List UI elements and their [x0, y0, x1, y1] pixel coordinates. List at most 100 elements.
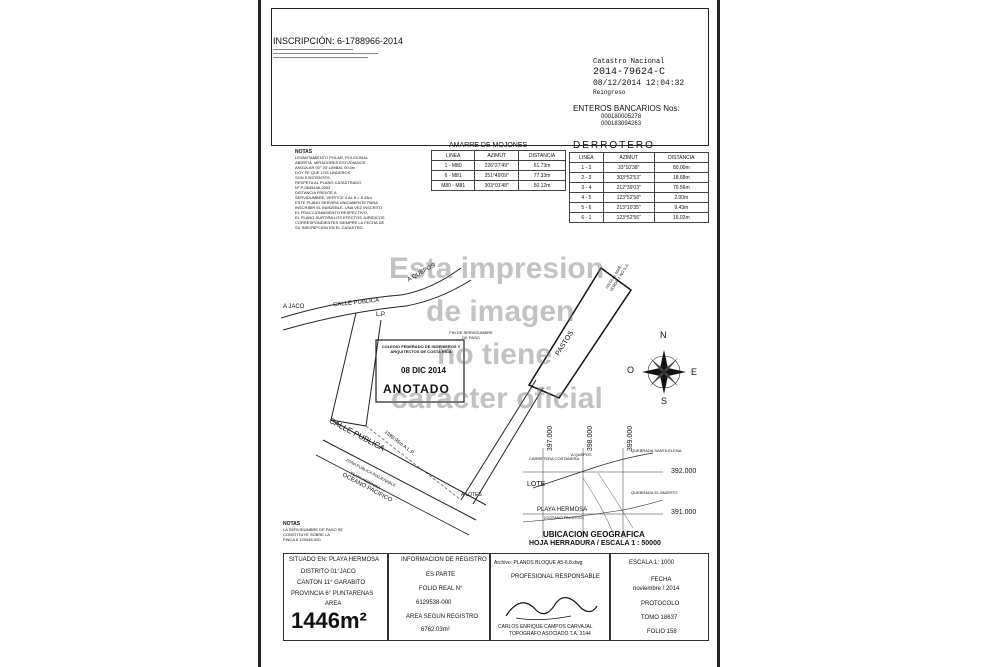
- lot-polygon: [527, 266, 633, 399]
- location-title: UBICACION GEOGRAFICA: [543, 530, 645, 539]
- escala-label: ESCALA 1: 1000: [629, 560, 675, 566]
- area-registro-value: 6762.03m²: [421, 627, 450, 633]
- catastro-datetime: 08/12/2014 12:04:32: [593, 79, 685, 88]
- notes-line: CORRESPONDIENTES SIEMPRE LA FECHA DE: [295, 220, 385, 225]
- to-jaco-label: A JACO: [283, 304, 305, 310]
- servidumbre-end-label: FIN DE SERVIDUMBRE DE PASO: [449, 330, 493, 340]
- signature-image: [505, 597, 598, 620]
- road-line: [322, 439, 477, 521]
- location-subtitle: HOJA HERRADURA / ESCALA 1 : 50000: [529, 540, 661, 547]
- stamp-lines: [273, 46, 393, 64]
- notes-line: CONSTITUYE SOBRE LA: [283, 532, 330, 537]
- provincia-label: PROVINCIA 6° PUNTARENAS: [291, 591, 374, 597]
- professional-title: TOPOGRAFO ASOCIADO T.A. 3144: [509, 631, 591, 637]
- notes-line: DOY FE QUE LOS LINDEROS: [295, 170, 351, 175]
- road-line: [282, 279, 472, 331]
- notes-block: NOTAS LEVANTAMIENTO POLAR, POLIGONAL ABI…: [295, 149, 415, 231]
- folio-label: FOLIO 158: [647, 629, 677, 635]
- catastro-number: 2014-79624-C: [593, 67, 666, 78]
- profesional-label: PROFESIONAL RESPONSABLE: [511, 574, 600, 580]
- professional-name: CARLOS ENRIQUE CAMPOS CARVAJAL: [498, 624, 593, 630]
- map-label: QUEBRADA EL MUERTO: [631, 490, 678, 495]
- notes-title: NOTAS: [295, 149, 313, 155]
- folio-number: 6129538-000: [416, 600, 452, 606]
- notes-line: EL FRACCIONAMIENTO RESPECTIVO,: [295, 210, 368, 215]
- table-cell: M80 - M81: [430, 180, 476, 191]
- map-label: A QUEPOS: [571, 452, 592, 457]
- dimension-line: [365, 425, 462, 501]
- watermark-line: caracter oficial: [391, 382, 603, 415]
- stamp-org-label: COLEGIO FEDERADO DE INGENIEROS Y ARQUITE…: [381, 344, 461, 354]
- map-label: QUEBRADA SANTA ELENA: [631, 448, 682, 453]
- map-label: (OCEANO PACIFICO): [544, 515, 584, 520]
- notes-line: FINCA 6 129538-000: [283, 537, 321, 542]
- table-cell: 16.02m: [653, 212, 710, 223]
- map-label: LOTE: [527, 481, 546, 488]
- map-x-tick: 398.000: [587, 425, 595, 452]
- canton-label: CANTON 11° GARABITO: [297, 580, 366, 586]
- enteros-number-1: 000180005278: [601, 114, 642, 120]
- notes-line: DISTANCIA FRENTE A: [295, 190, 337, 195]
- compass-o: O: [627, 365, 635, 375]
- notes-line: SON EXISTENTES: [295, 175, 330, 180]
- road-line: [315, 454, 470, 536]
- compass-rose: [642, 350, 686, 394]
- notes-line: ANGULAR 00° 00' LIMBAL 00.0m: [295, 165, 356, 170]
- archivo-label: Archivo: PLANOS BLOQUE A5-6.8.dwg: [494, 560, 583, 566]
- map-label: CARRETERA COSTANERA: [529, 456, 580, 461]
- map-y-tick: 391.000: [671, 509, 697, 516]
- footer-col-location: [283, 553, 388, 641]
- footer-col-registro: [388, 553, 490, 641]
- notes-line: RESPETA AL PLANO CATASTRADO: [295, 180, 362, 185]
- road-line: [330, 312, 382, 427]
- catastro-status: Reingreso: [593, 89, 626, 96]
- road-line: [280, 267, 462, 319]
- inscription-label: INSCRIPCIÓN: 6-1788966-2014: [273, 36, 404, 46]
- area-label: AREA: [325, 601, 342, 607]
- bottom-notes: NOTAS LA SERVIDUMBRE DE PASO SE CONSTITU…: [283, 521, 344, 543]
- notes-line: Nº P-0845446-2003: [295, 185, 331, 190]
- watermark-line: no tiene: [437, 338, 553, 371]
- notes-line: ESTE PLANO SERVIRA UNICAMENTE PARA: [295, 200, 378, 205]
- catastro-label: Catastro Nacional: [593, 58, 665, 66]
- notes-title: NOTAS: [283, 521, 301, 527]
- footer-col-profesional: [490, 553, 610, 641]
- a-lotes-label: A LOTES: [461, 492, 482, 498]
- servidumbre-line: [472, 387, 544, 505]
- es-parte-label: ES PARTE: [426, 572, 456, 578]
- registro-title: INFORMACION DE REGISTRO: [401, 557, 487, 563]
- fecha-value: noviembre / 2014: [633, 586, 680, 592]
- notes-line: SU INSCRIPCION EN EL CATASTRO.: [295, 225, 364, 230]
- derrotero-title: DERROTERO: [573, 140, 655, 151]
- stamp-status-label: ANOTADO: [383, 382, 450, 396]
- header-frame: [271, 8, 709, 146]
- notes-line: LA SERVIDUMBRE DE PASO SE: [283, 527, 344, 532]
- watermark-line: de imagen: [426, 295, 575, 328]
- notes-line: EL PLANO SURTIRA LOS EFECTOS JURIDICOS: [295, 215, 385, 220]
- compass-n: N: [660, 330, 667, 340]
- map-x-tick: 397.000: [547, 425, 555, 452]
- notes-line: SERVIDUMBRE, VERTICE 4 AL 6 = 8.43m: [295, 195, 372, 200]
- enteros-label: ENTEROS BANCARIOS Nos:: [573, 104, 680, 113]
- situado-label: SITUADO EN: PLAYA HERMOSA: [289, 557, 380, 563]
- protocolo-label: PROTOCOLO: [641, 601, 680, 607]
- footer-col-escala: [610, 553, 709, 641]
- area-value: 1446m²: [291, 608, 367, 633]
- map-y-tick: 392.000: [671, 468, 697, 475]
- tomo-label: TOMO 18637: [641, 615, 678, 621]
- lp-label: L.P.: [376, 312, 386, 318]
- map-label: PLAYA HERMOSA: [537, 507, 588, 513]
- compass-e: E: [691, 367, 698, 377]
- plan-drawing: [280, 266, 686, 538]
- servidumbre-line: [460, 379, 537, 501]
- distrito-label: DISTRITO 01°JACO: [301, 569, 356, 575]
- enteros-number-2: 000183094263: [601, 121, 642, 127]
- stamp-box: [375, 339, 465, 403]
- fecha-label: FECHA: [651, 577, 672, 583]
- location-map: [522, 448, 664, 538]
